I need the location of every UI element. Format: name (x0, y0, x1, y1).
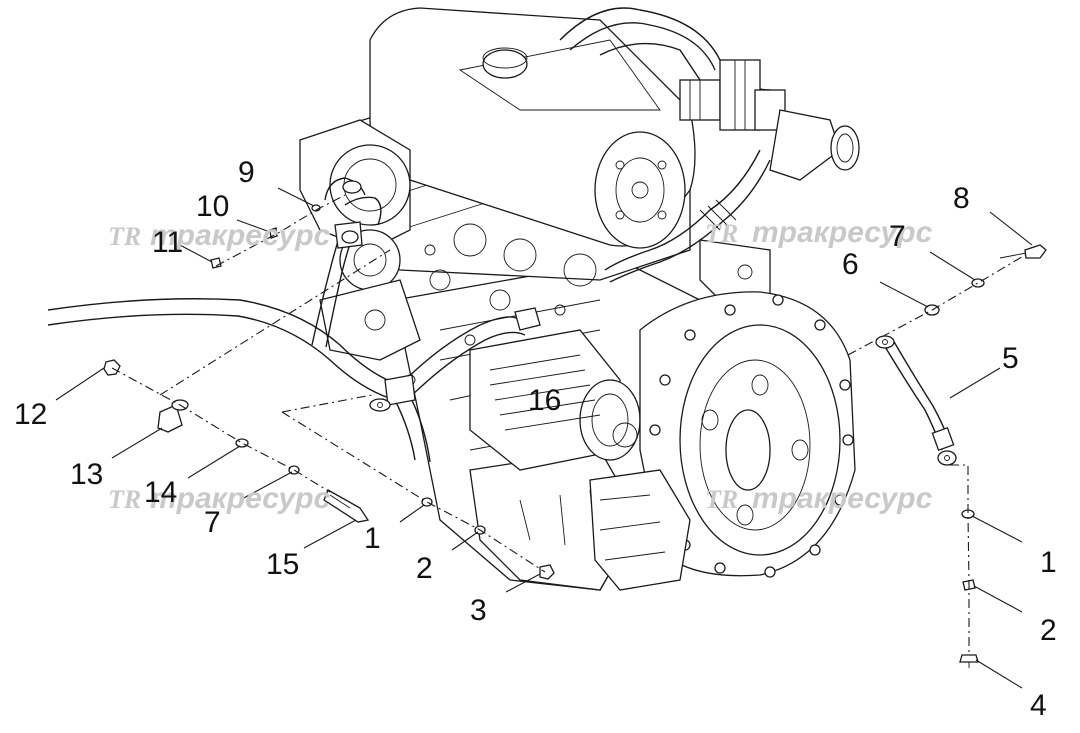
washer-10 (269, 227, 278, 239)
engine-illustration (299, 7, 860, 591)
watermark-logo: TR (705, 219, 738, 248)
callout-5: 5 (1002, 342, 1019, 375)
callout-4: 4 (1030, 689, 1047, 722)
watermark-top-left: TR тракресурс (108, 219, 331, 252)
callout-8: 8 (953, 182, 970, 215)
leader-lines (55, 187, 1033, 689)
watermark-text: тракресурс (150, 482, 331, 515)
callout-7-top: 7 (889, 220, 906, 253)
callout-15: 15 (266, 548, 299, 581)
nut-3 (539, 564, 555, 580)
callout-12: 12 (14, 398, 47, 431)
callout-6: 6 (842, 248, 859, 281)
callout-1-center: 1 (364, 522, 381, 555)
bolt-8 (1024, 244, 1047, 259)
callout-labels: 9 10 11 8 7 6 5 16 12 13 14 7 15 1 2 3 1… (14, 156, 1057, 722)
watermark-logo: TR (108, 485, 141, 514)
callout-11: 11 (152, 226, 183, 259)
callout-3: 3 (470, 594, 487, 627)
watermark-text: тракресурс (752, 482, 933, 515)
callout-7-left: 7 (204, 506, 221, 539)
watermark-top-right: TR тракресурс (705, 216, 933, 249)
watermark-text: тракресурс (752, 216, 933, 249)
wire-harness (47, 177, 541, 463)
bolt-15 (323, 489, 370, 523)
callout-1-right: 1 (1040, 546, 1057, 579)
washer-1-center (421, 497, 433, 507)
watermark-bottom-right: TR тракресурс (705, 482, 933, 515)
callout-14: 14 (144, 476, 177, 509)
assembly-axes (111, 194, 1026, 655)
callout-2-right: 2 (1040, 614, 1057, 647)
nut-12 (103, 359, 121, 376)
callout-9: 9 (238, 156, 255, 189)
watermark-logo: TR (108, 222, 141, 251)
callout-13: 13 (70, 458, 103, 491)
callout-2-center: 2 (416, 552, 433, 585)
callout-16: 16 (528, 384, 561, 417)
nut-11 (210, 257, 222, 269)
ground-cable-5 (875, 335, 957, 466)
bolt-4 (959, 654, 979, 663)
watermark-logo: TR (705, 485, 738, 514)
callout-10: 10 (196, 190, 229, 223)
watermark-bottom-left: TR тракресурс (108, 482, 331, 515)
watermark-text: тракресурс (150, 219, 331, 252)
